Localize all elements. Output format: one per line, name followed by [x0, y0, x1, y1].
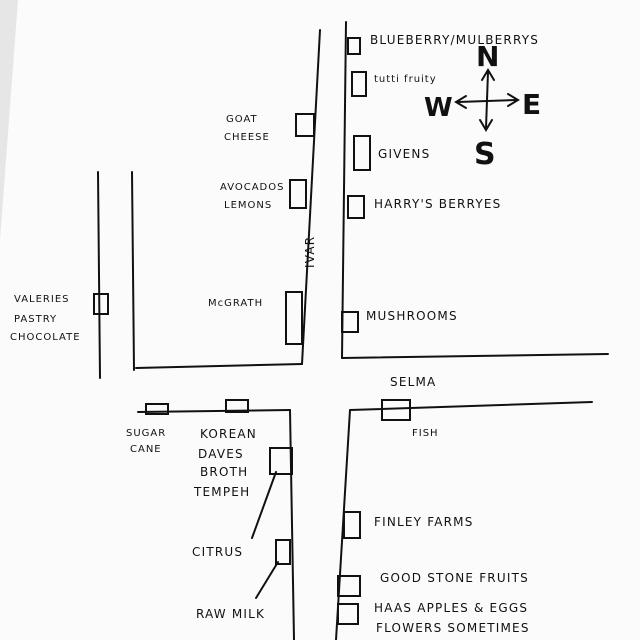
stall-label-valeries-line-1: VALERIES: [14, 294, 70, 305]
alley-east-line: [131, 171, 135, 371]
stall-label-fish: FISH: [412, 428, 439, 439]
stall-label-givens: GIVENS: [378, 147, 430, 161]
stall-label-good-stone-fruits: GOOD STONE FRUITS: [380, 571, 529, 585]
compass-north-arrowhead: [481, 68, 495, 81]
stall-box-harrys-berries: [347, 195, 365, 219]
stall-box-valeries: [93, 293, 109, 315]
stall-label-citrus: CITRUS: [192, 545, 243, 559]
stall-box-fish: [381, 399, 411, 421]
selma-south-curb-east: [349, 401, 593, 411]
street-label-selma: SELMA: [390, 375, 436, 389]
selma-north-curb-west: [135, 363, 303, 369]
compass-rose: N S E W: [424, 40, 541, 172]
stall-label-blueberry: BLUEBERRY/MULBERRYS: [370, 33, 539, 47]
selma-south-curb-west: [137, 409, 291, 413]
stall-boxes: [93, 37, 411, 625]
compass-west-label: W: [424, 93, 453, 123]
stall-box-sugar-cane: [145, 403, 169, 415]
stall-label-sugar-cane-line-2: CANE: [130, 444, 162, 455]
stall-box-mcgrath: [285, 291, 303, 345]
stall-box-haas: [337, 603, 359, 625]
citrus-pointer-line: [251, 471, 277, 539]
compass-south-arrowhead: [479, 119, 493, 132]
street-label-ivar: IVAR: [303, 236, 317, 268]
stall-label-sugar-cane-line-1: SUGAR: [126, 428, 166, 439]
compass-east-label: E: [522, 88, 541, 121]
stall-label-korean-line-4: TEMPEH: [193, 485, 250, 499]
stall-box-good-stone-fruits: [337, 575, 361, 597]
stall-box-givens: [353, 135, 371, 171]
selma-north-curb-east: [341, 353, 609, 359]
compass-west-arrowhead: [454, 95, 467, 109]
stall-box-tutti-fruity: [351, 71, 367, 97]
stall-label-haas-line-1: HAAS APPLES & EGGS: [374, 601, 528, 615]
road-lines: [97, 21, 609, 640]
ivar-east-curb: [341, 21, 347, 359]
stall-label-korean-line-1: KOREAN: [200, 427, 257, 441]
stall-label-finley-farms: FINLEY FARMS: [374, 515, 474, 529]
stall-box-citrus: [275, 539, 291, 565]
stall-box-daves: [269, 447, 293, 475]
stall-label-valeries-line-3: CHOCOLATE: [10, 332, 81, 343]
stall-label-tutti-fruity: tutti fruity: [374, 74, 437, 85]
stall-label-haas-line-2: FLOWERS SOMETIMES: [376, 621, 530, 635]
stall-label-korean-line-3: BROTH: [200, 465, 248, 479]
stall-box-korean: [225, 399, 249, 413]
raw-milk-pointer-line: [255, 561, 279, 599]
stall-label-mcgrath: McGRATH: [208, 298, 263, 309]
stall-label-raw-milk: RAW MILK: [196, 607, 265, 621]
stall-label-korean-line-2: DAVES: [198, 447, 244, 461]
compass-east-arrowhead: [507, 93, 520, 107]
stall-box-blueberry: [347, 37, 361, 55]
compass-south-label: S: [474, 137, 496, 172]
stall-box-avocados-lemons: [289, 179, 307, 209]
stall-label-avocados-lemons-line-2: LEMONS: [224, 200, 272, 211]
ivar-west-curb: [301, 29, 321, 365]
compass-north-label: N: [476, 40, 499, 73]
alley-west-line: [97, 171, 101, 379]
stall-box-finley-farms: [343, 511, 361, 539]
stall-label-mushrooms: MUSHROOMS: [366, 309, 458, 323]
stall-label-goat-cheese-line-2: CHEESE: [224, 132, 270, 143]
stall-label-goat-cheese-line-1: GOAT: [226, 114, 258, 125]
stall-label-valeries-line-2: PASTRY: [14, 314, 57, 325]
stall-box-goat-cheese: [295, 113, 315, 137]
stall-label-harrys-berries: HARRY'S BERRYES: [374, 197, 501, 211]
stall-label-avocados-lemons-line-1: AVOCADOS: [220, 182, 284, 193]
stall-box-mushrooms: [341, 311, 359, 333]
compass-ew-arrow: [457, 99, 517, 103]
